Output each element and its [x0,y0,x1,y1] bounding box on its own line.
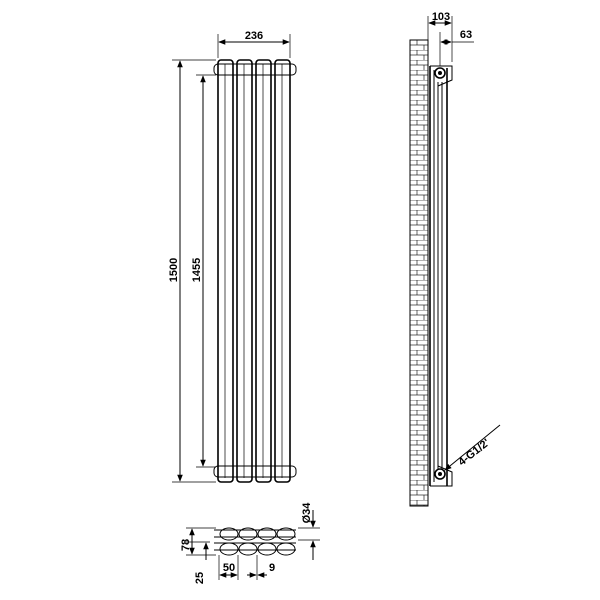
brick-wall [409,39,429,507]
tube-diameter-label: Ø34 [301,502,313,524]
bottom-valve-icon [434,468,446,480]
side-depth-label: 103 [432,11,450,23]
tube-pitch-label: 50 [223,562,235,574]
top-valve-icon [434,67,446,79]
front-width-label: 236 [245,30,263,42]
tube-4 [274,59,291,483]
side-view: 103 63 4-G1/2' [409,11,501,507]
wall-offset-label: 63 [460,29,472,41]
tube-gap-label: 9 [269,562,275,574]
tube-height-label: 1455 [191,258,203,282]
connection-label: 4-G1/2' [456,437,492,469]
bottom-view: Ø34 78 25 50 9 [180,502,320,584]
tube-2 [236,59,253,483]
bottom-depth-label: 78 [180,539,192,551]
bottom-offset-label: 25 [194,572,206,584]
overall-height-label: 1500 [168,258,180,282]
front-view: 236 1500 1455 [168,30,297,483]
tube-1 [217,59,234,483]
top-header [213,63,297,76]
tube-3 [255,59,272,483]
bottom-header [213,465,297,478]
